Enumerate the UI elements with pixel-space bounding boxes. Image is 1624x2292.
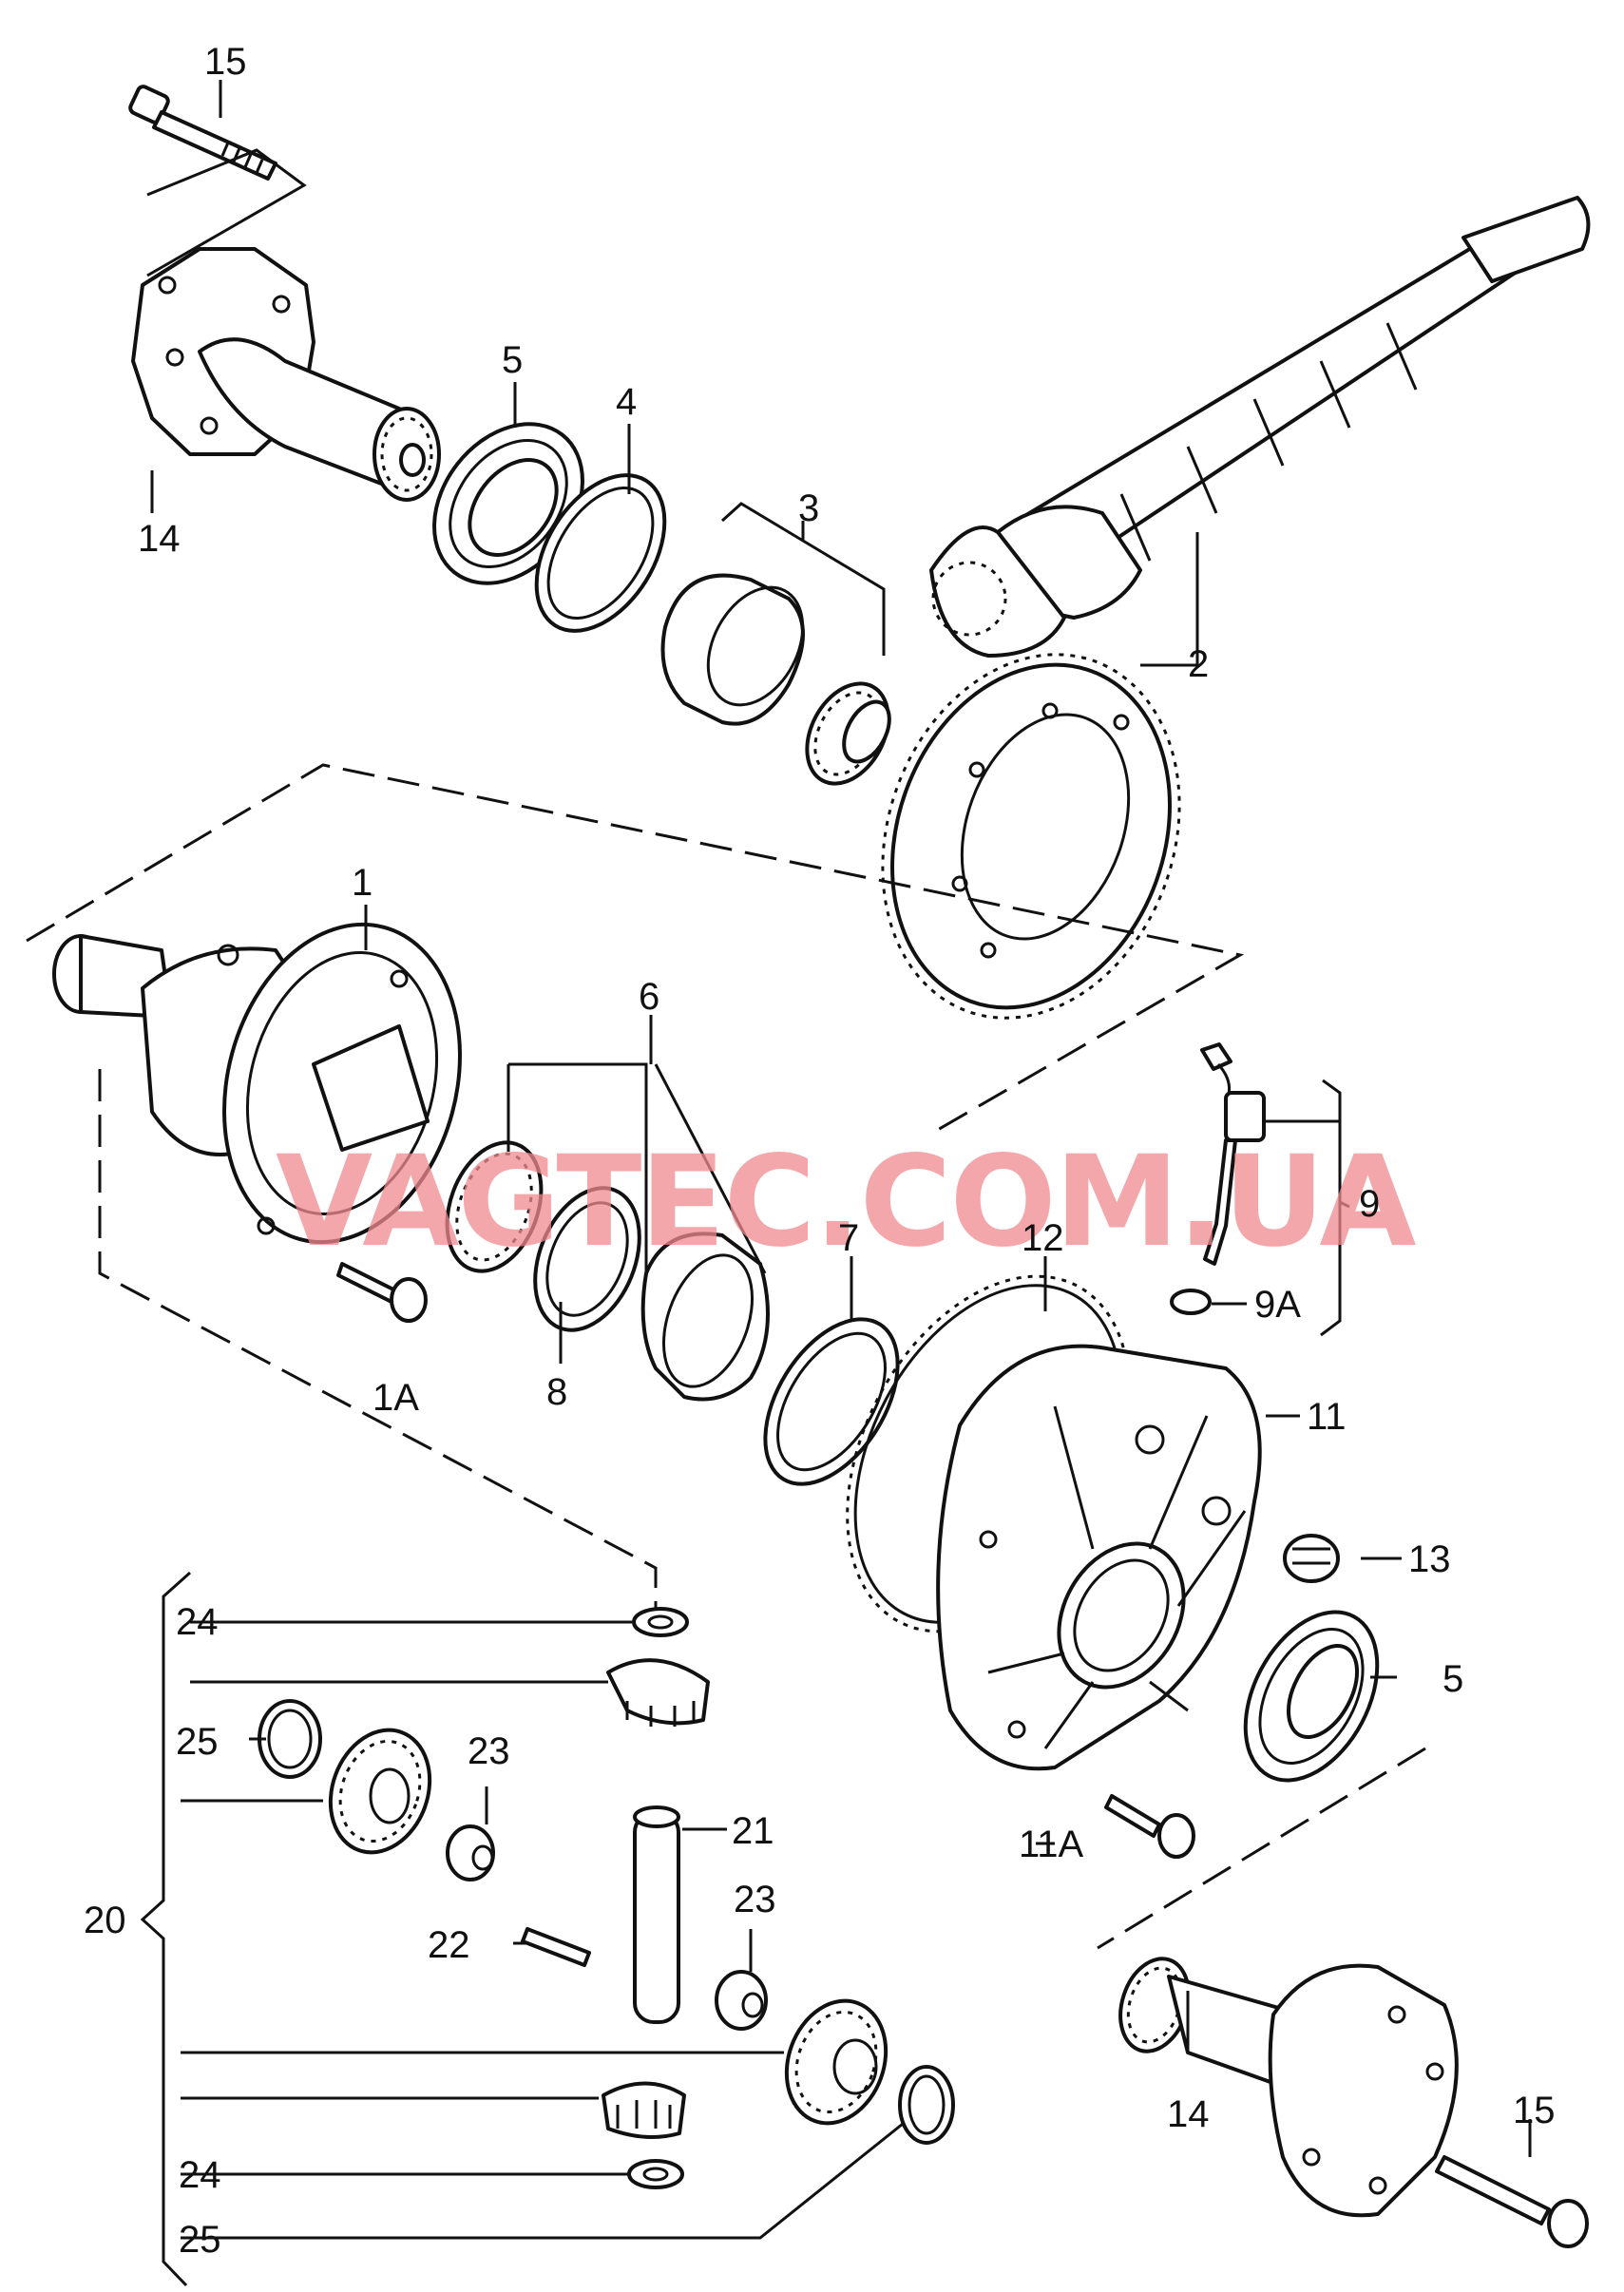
planet-gear-bottom[interactable] xyxy=(602,2081,686,2139)
bolt-15-bottom[interactable] xyxy=(1435,2155,1589,2248)
callout-13: 13 xyxy=(1408,1538,1451,1580)
callout-7: 7 xyxy=(838,1217,859,1259)
shim-4[interactable] xyxy=(510,452,691,654)
callout-5-top: 5 xyxy=(502,339,523,381)
bearing-6[interactable] xyxy=(430,1129,770,1402)
callout-11A: 11A xyxy=(1019,1824,1084,1865)
watermark: VAGTEC.COM.UA xyxy=(276,1129,1416,1275)
seal-5-right[interactable] xyxy=(1218,1590,1404,1803)
callout-15-top: 15 xyxy=(204,41,247,83)
washer-25-a[interactable] xyxy=(258,1699,322,1779)
callout-8: 8 xyxy=(546,1371,567,1413)
callout-25-b: 25 xyxy=(179,2219,221,2261)
washer-25-b[interactable] xyxy=(898,2065,955,2145)
plug-13[interactable] xyxy=(1283,1534,1340,1583)
assembly-outline-right xyxy=(1097,1747,1426,1950)
bush-23-b[interactable] xyxy=(715,1970,768,2031)
callout-23-b: 23 xyxy=(734,1879,776,1920)
leader-lines xyxy=(146,80,1532,2240)
callout-21: 21 xyxy=(732,1810,774,1852)
ring-8[interactable] xyxy=(515,1173,659,1346)
bearing-3[interactable] xyxy=(660,571,905,797)
ring-gear[interactable] xyxy=(833,613,1229,1060)
callout-14-top: 14 xyxy=(138,518,181,560)
callout-12: 12 xyxy=(1022,1217,1064,1259)
callout-23-a: 23 xyxy=(468,1730,510,1772)
washer-24-a[interactable] xyxy=(632,1607,689,1637)
callout-24-a: 24 xyxy=(176,1601,219,1643)
callout-1: 1 xyxy=(352,862,373,904)
pin-22[interactable] xyxy=(521,1927,591,1967)
washer-24-b[interactable] xyxy=(627,2159,684,2189)
callout-5-right: 5 xyxy=(1442,1658,1463,1700)
flange-shaft-14-top[interactable] xyxy=(131,247,441,502)
callout-1A: 1A xyxy=(373,1377,419,1419)
kit-bracket-20 xyxy=(140,1571,191,2287)
cover-11[interactable] xyxy=(936,1344,1262,1771)
differential-housing-1[interactable] xyxy=(52,898,494,1270)
shim-7[interactable] xyxy=(738,1296,926,1507)
callout-14-bottom: 14 xyxy=(1167,2093,1210,2135)
callout-6: 6 xyxy=(639,976,659,1018)
bolt-15-top[interactable] xyxy=(128,85,277,181)
callout-20: 20 xyxy=(84,1900,126,1941)
assembly-outline-lower xyxy=(98,1069,658,1611)
callout-9: 9 xyxy=(1359,1183,1380,1225)
callout-9A: 9A xyxy=(1254,1284,1301,1326)
shaft-21[interactable] xyxy=(633,1805,680,2024)
side-gear-left[interactable] xyxy=(314,1716,446,1866)
oring-9A[interactable] xyxy=(1170,1289,1212,1315)
callout-4: 4 xyxy=(616,381,637,423)
flange-shaft-14-bottom[interactable] xyxy=(1109,1950,1459,2218)
callout-24-b: 24 xyxy=(179,2154,221,2196)
callout-25-a: 25 xyxy=(176,1721,219,1763)
callout-11: 11 xyxy=(1307,1396,1347,1438)
callout-labels: 15 14 5 4 3 2 1 6 12 7 9 9A 11 1A 8 13 5… xyxy=(84,41,1556,2261)
callout-3: 3 xyxy=(798,487,819,529)
callout-15-bottom: 15 xyxy=(1513,2090,1556,2131)
side-gear-right[interactable] xyxy=(770,1987,902,2137)
bush-23-a[interactable] xyxy=(446,1824,495,1881)
sensor-9[interactable] xyxy=(1200,1042,1266,1266)
planet-gear-top[interactable] xyxy=(606,1658,710,1727)
callout-2: 2 xyxy=(1188,643,1209,685)
bolt-11A[interactable] xyxy=(1104,1794,1195,1859)
bolt-1A[interactable] xyxy=(336,1262,428,1323)
pinion-shaft-2[interactable] xyxy=(929,196,1591,658)
callout-22: 22 xyxy=(428,1924,470,1966)
